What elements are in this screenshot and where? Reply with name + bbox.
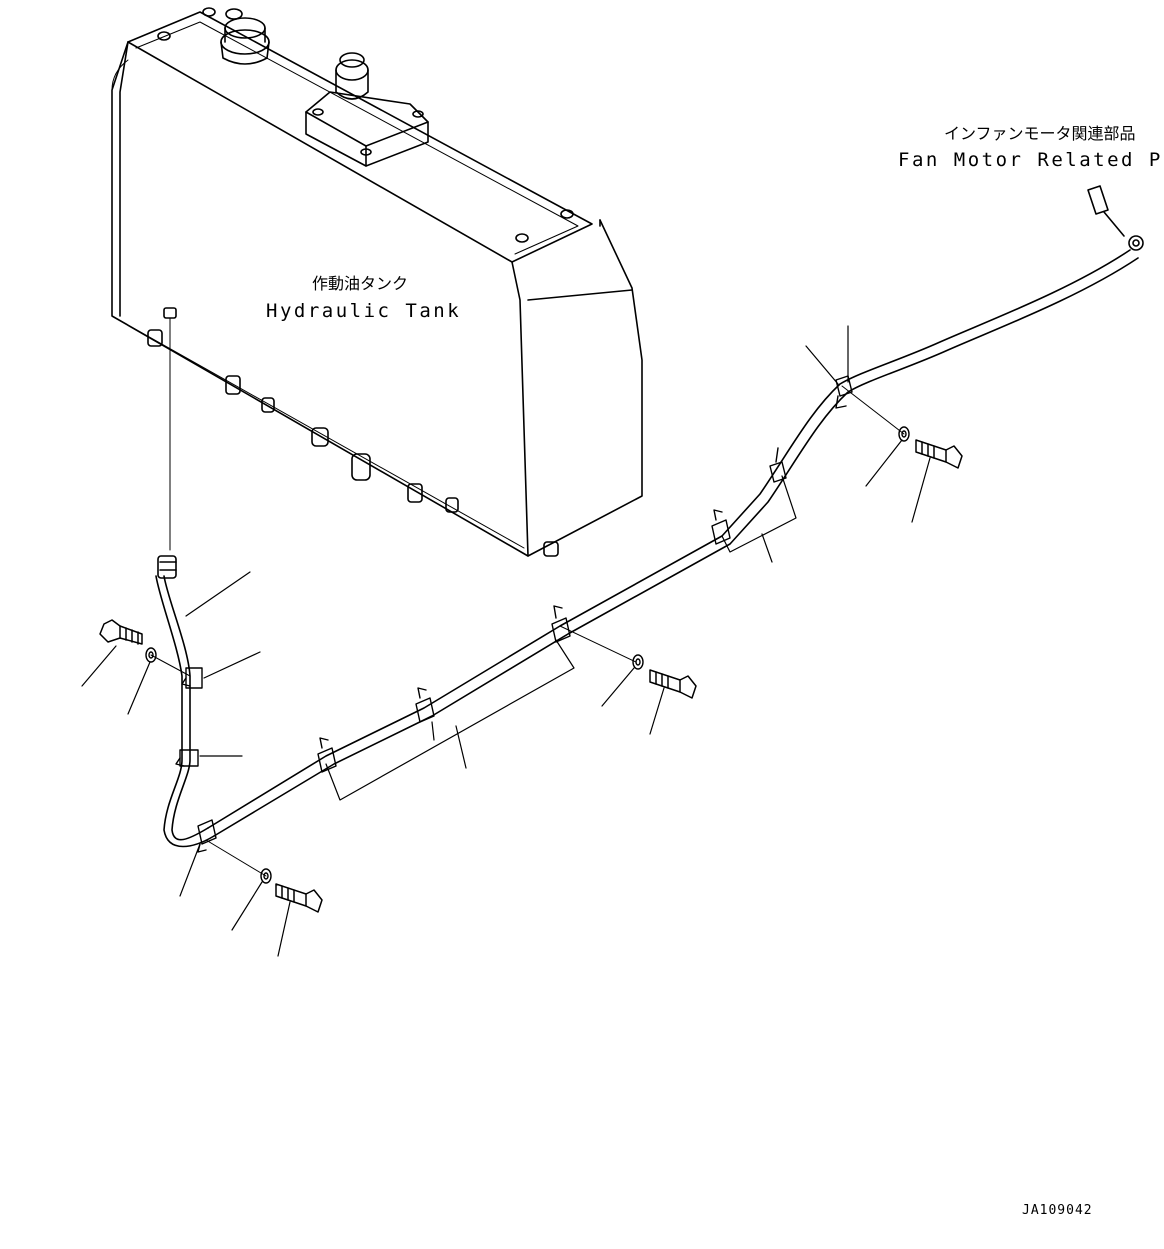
hydraulic-tank — [111, 7, 643, 557]
bolts — [99, 439, 963, 913]
hydraulic-tank-label-jp: 作動油タンク — [312, 274, 409, 293]
hydraulic-tank-label-en: Hydraulic Tank — [266, 300, 462, 322]
hydraulic-hose — [155, 249, 1139, 848]
washers — [145, 426, 910, 884]
fan-motor-fitting — [1087, 185, 1144, 251]
fan-motor-label-jp: インファンモータ関連部品 — [944, 124, 1136, 143]
assembly-axes — [150, 385, 905, 877]
drawing-code: JA109042 — [1022, 1203, 1093, 1218]
clamps — [175, 375, 853, 853]
callout-leaders — [81, 325, 931, 957]
fan-motor-label-en: Fan Motor Related Par — [898, 149, 1164, 171]
